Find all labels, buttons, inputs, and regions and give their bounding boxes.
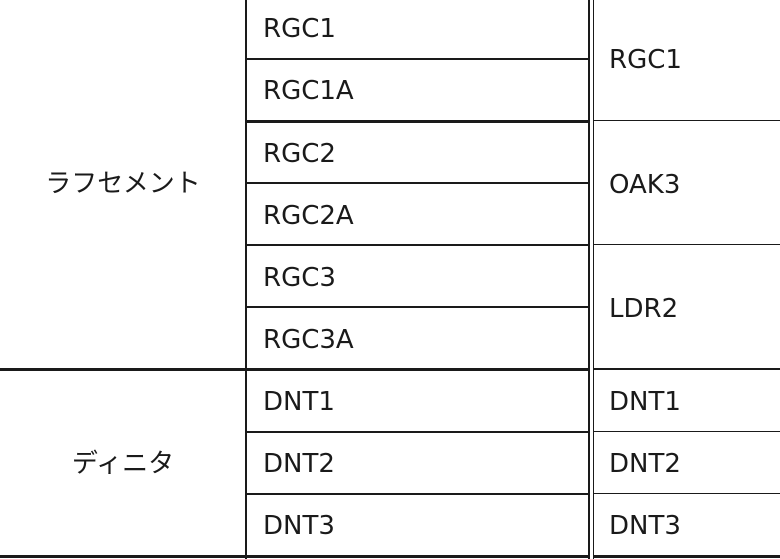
row-divider [594,493,780,494]
code-cell: RGC3A [263,325,354,355]
result-cell: DNT1 [609,387,681,417]
row-divider [594,120,780,121]
row-divider [246,306,589,308]
code-cell: DNT1 [263,387,335,417]
code-cell: DNT2 [263,449,335,479]
group-separator [0,368,589,371]
result-cell: LDR2 [609,294,679,324]
column-divider [245,0,247,559]
row-divider [594,244,780,245]
column-divider [588,0,590,559]
row-divider [246,120,589,123]
bottom-rule [0,555,589,558]
group-separator [594,368,780,370]
row-divider [246,244,589,246]
category-label: ラフセメント [45,169,201,199]
row-divider [246,58,589,60]
column-divider [593,0,594,559]
result-cell: DNT3 [609,511,681,541]
result-cell: DNT2 [609,449,681,479]
category-label: ディニタ [71,449,175,479]
code-cell: RGC3 [263,263,336,293]
bottom-rule [594,555,780,558]
row-divider [246,493,589,495]
code-cell: DNT3 [263,511,335,541]
row-divider [594,431,780,432]
code-cell: RGC2 [263,139,336,169]
result-cell: RGC1 [609,45,682,75]
result-cell: OAK3 [609,170,681,200]
row-divider [246,182,589,184]
code-cell: RGC1A [263,76,354,106]
code-cell: RGC2A [263,201,354,231]
row-divider [246,431,589,433]
code-cell: RGC1 [263,14,336,44]
